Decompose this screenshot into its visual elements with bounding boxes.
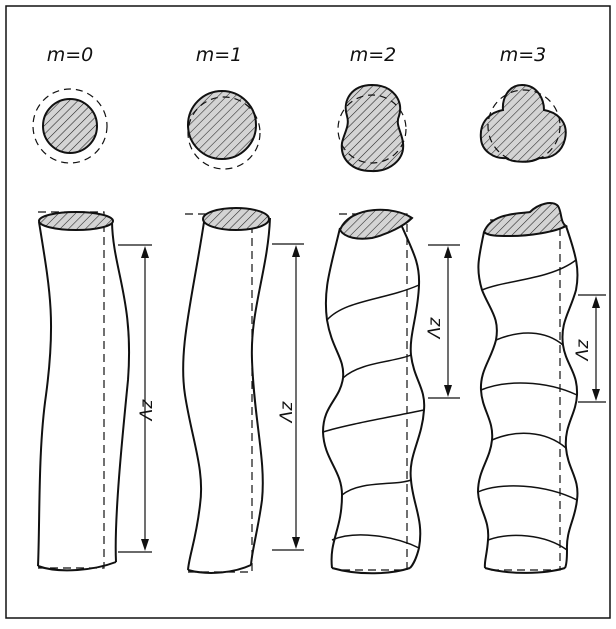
mode-label-m1: m=1	[196, 44, 243, 66]
column-m3	[478, 203, 578, 573]
column-m2	[323, 210, 424, 573]
mode-label-m0: m=0	[47, 44, 94, 66]
cross-section-m1	[188, 91, 260, 169]
wavelength-label-m1: Λz	[277, 401, 297, 425]
column-m1	[183, 208, 270, 573]
mode-label-m3: m=3	[500, 44, 547, 66]
wavelength-marker-m1	[272, 244, 304, 550]
wavelength-label-m2: Λz	[425, 317, 445, 341]
cross-section-m3	[481, 85, 566, 162]
column-m0	[38, 212, 129, 570]
cross-section-m0	[33, 89, 107, 163]
wavelength-label-m3: Λz	[573, 339, 593, 363]
mode-label-m2: m=2	[350, 44, 397, 66]
cross-section-m2	[338, 85, 406, 171]
wavelength-label-m0: Λz	[137, 399, 157, 423]
